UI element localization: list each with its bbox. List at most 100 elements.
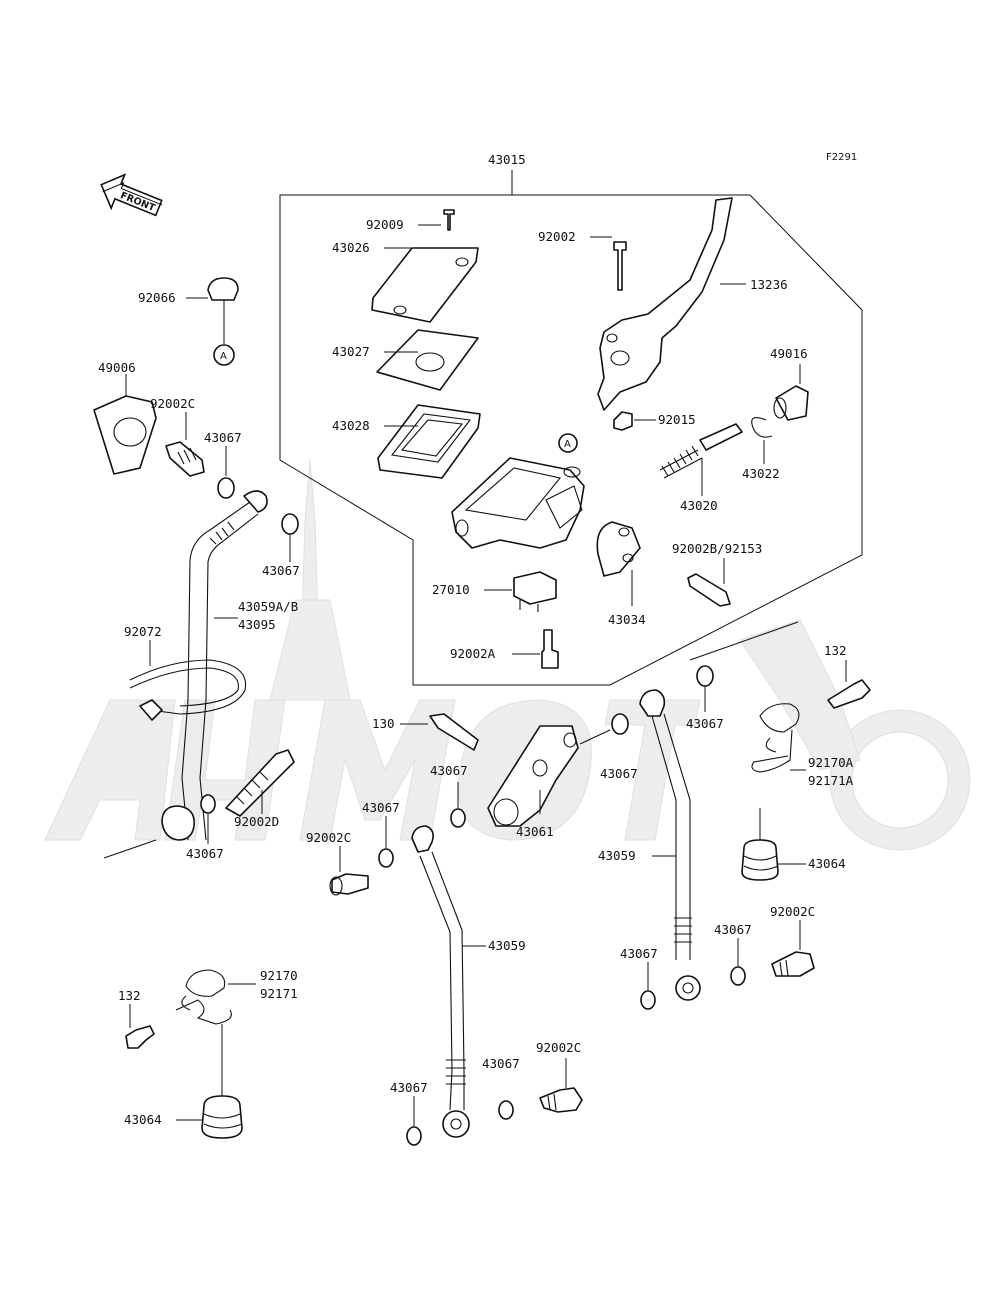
label-43059-right: 43059: [598, 848, 636, 863]
label-27010: 27010: [432, 582, 470, 597]
part-92072-hose-clamp[interactable]: [129, 659, 247, 721]
part-92002c-banjo-bolt-mid[interactable]: [329, 873, 369, 896]
part-92002a-switch-screw[interactable]: [541, 629, 559, 669]
marker-A-cap-label: A: [220, 351, 227, 362]
part-92002b-clamp-bolt[interactable]: [687, 573, 731, 607]
part-43034-clamp-holder[interactable]: [596, 521, 641, 577]
figure-code: F2291: [826, 152, 857, 163]
part-92066-reservoir-cap[interactable]: [207, 277, 239, 301]
part-92002c-banjo-bolt-lower[interactable]: [539, 1087, 583, 1113]
part-43067-washer-e[interactable]: [611, 713, 629, 735]
part-49016-dust-boot[interactable]: [773, 385, 809, 421]
label-92009: 92009: [366, 217, 404, 232]
part-43064-grommet-left[interactable]: [201, 1095, 243, 1139]
part-43028-diaphragm[interactable]: [377, 404, 481, 479]
label-92066: 92066: [138, 290, 176, 305]
part-43059-brake-hose-right[interactable]: [639, 689, 701, 1001]
part-43067-washer-c[interactable]: [200, 794, 216, 814]
label-43064-left: 43064: [124, 1112, 162, 1127]
label-43022: 43022: [742, 466, 780, 481]
label-43095: 43095: [238, 617, 276, 632]
part-49006-boot[interactable]: [93, 395, 157, 475]
label-43028: 43028: [332, 418, 370, 433]
label-92002a: 92002A: [450, 646, 496, 661]
part-43020-piston-kit[interactable]: [659, 423, 743, 479]
part-13236-brake-lever[interactable]: [597, 197, 733, 411]
label-92002: 92002: [538, 229, 576, 244]
label-43067-h: 43067: [620, 946, 658, 961]
label-92002c-right: 92002C: [770, 904, 815, 919]
part-43027-diaphragm-plate[interactable]: [376, 329, 479, 391]
label-43067-g: 43067: [686, 716, 724, 731]
part-27010-brake-switch[interactable]: [513, 571, 557, 612]
label-43059ab: 43059A/B: [238, 599, 298, 614]
label-43067-f: 43067: [362, 800, 400, 815]
part-43059-brake-hose-middle[interactable]: [411, 825, 470, 1138]
label-92002c-upper: 92002C: [150, 396, 195, 411]
part-43022-circlip[interactable]: [751, 417, 773, 438]
part-92170a-hose-clip[interactable]: [751, 703, 800, 773]
marker-A-body-label: A: [564, 439, 571, 450]
part-43067-washer-k[interactable]: [498, 1100, 514, 1120]
part-132-bolt-left[interactable]: [125, 1025, 155, 1049]
label-43026: 43026: [332, 240, 370, 255]
master-cylinder-group-outline: [279, 194, 863, 686]
part-master-cylinder-body[interactable]: [451, 457, 585, 549]
marker-A-cap: [213, 344, 235, 366]
label-132-right: 132: [824, 643, 847, 658]
label-92072: 92072: [124, 624, 162, 639]
part-43067-washer-f[interactable]: [378, 848, 394, 868]
part-132-bolt-right[interactable]: [827, 679, 871, 709]
label-43067-a: 43067: [204, 430, 242, 445]
part-92002c-banjo-bolt-right[interactable]: [771, 951, 815, 977]
label-43059-middle: 43059: [488, 938, 526, 953]
label-92170: 92170: [260, 968, 298, 983]
part-43067-washer-b[interactable]: [281, 513, 299, 535]
label-49016: 49016: [770, 346, 808, 361]
label-43067-i: 43067: [714, 922, 752, 937]
part-43067-washer-a[interactable]: [217, 477, 235, 499]
part-92002d-banjo-bolt[interactable]: [225, 749, 295, 817]
part-43059ab-brake-hose[interactable]: [181, 490, 268, 841]
part-43067-washer-g[interactable]: [696, 665, 714, 687]
part-92170-hose-clip[interactable]: [175, 969, 232, 1025]
part-92009-screw[interactable]: [443, 209, 455, 231]
part-43067-washer-i[interactable]: [730, 966, 746, 986]
label-43067-j: 43067: [390, 1080, 428, 1095]
part-92002-lever-pin[interactable]: [613, 241, 627, 291]
label-132-left: 132: [118, 988, 141, 1003]
label-43067-c: 43067: [186, 846, 224, 861]
label-43067-e: 43067: [600, 766, 638, 781]
label-130: 130: [372, 716, 395, 731]
label-43034: 43034: [608, 612, 646, 627]
marker-A-body: [558, 433, 578, 453]
label-43015: 43015: [488, 152, 526, 167]
part-130-bolt[interactable]: [429, 713, 479, 751]
front-arrow-icon: FRONT: [100, 173, 163, 217]
label-92170a: 92170A: [808, 755, 854, 770]
label-92002c-lower: 92002C: [536, 1040, 581, 1055]
part-43064-grommet-right[interactable]: [741, 839, 779, 881]
label-43067-k: 43067: [482, 1056, 520, 1071]
label-92002d: 92002D: [234, 814, 279, 829]
label-43064-right: 43064: [808, 856, 846, 871]
label-43067-d: 43067: [430, 763, 468, 778]
label-92002b-92153: 92002B/92153: [672, 541, 762, 556]
label-43067-b: 43067: [262, 563, 300, 578]
label-92171a: 92171A: [808, 773, 854, 788]
label-43027: 43027: [332, 344, 370, 359]
part-43026-reservoir-cover[interactable]: [371, 247, 479, 323]
label-49006: 49006: [98, 360, 136, 375]
label-43061: 43061: [516, 824, 554, 839]
part-43067-washer-h[interactable]: [640, 990, 656, 1010]
part-43067-washer-j[interactable]: [406, 1126, 422, 1146]
part-43061-three-way-joint[interactable]: [487, 725, 579, 827]
label-43020: 43020: [680, 498, 718, 513]
part-92015-nut[interactable]: [613, 411, 633, 431]
label-92171: 92171: [260, 986, 298, 1001]
hose-banjo-fitting-left: [161, 805, 195, 841]
part-92002c-banjo-bolt-upper[interactable]: [165, 441, 205, 477]
label-13236: 13236: [750, 277, 788, 292]
part-43067-washer-d[interactable]: [450, 808, 466, 828]
